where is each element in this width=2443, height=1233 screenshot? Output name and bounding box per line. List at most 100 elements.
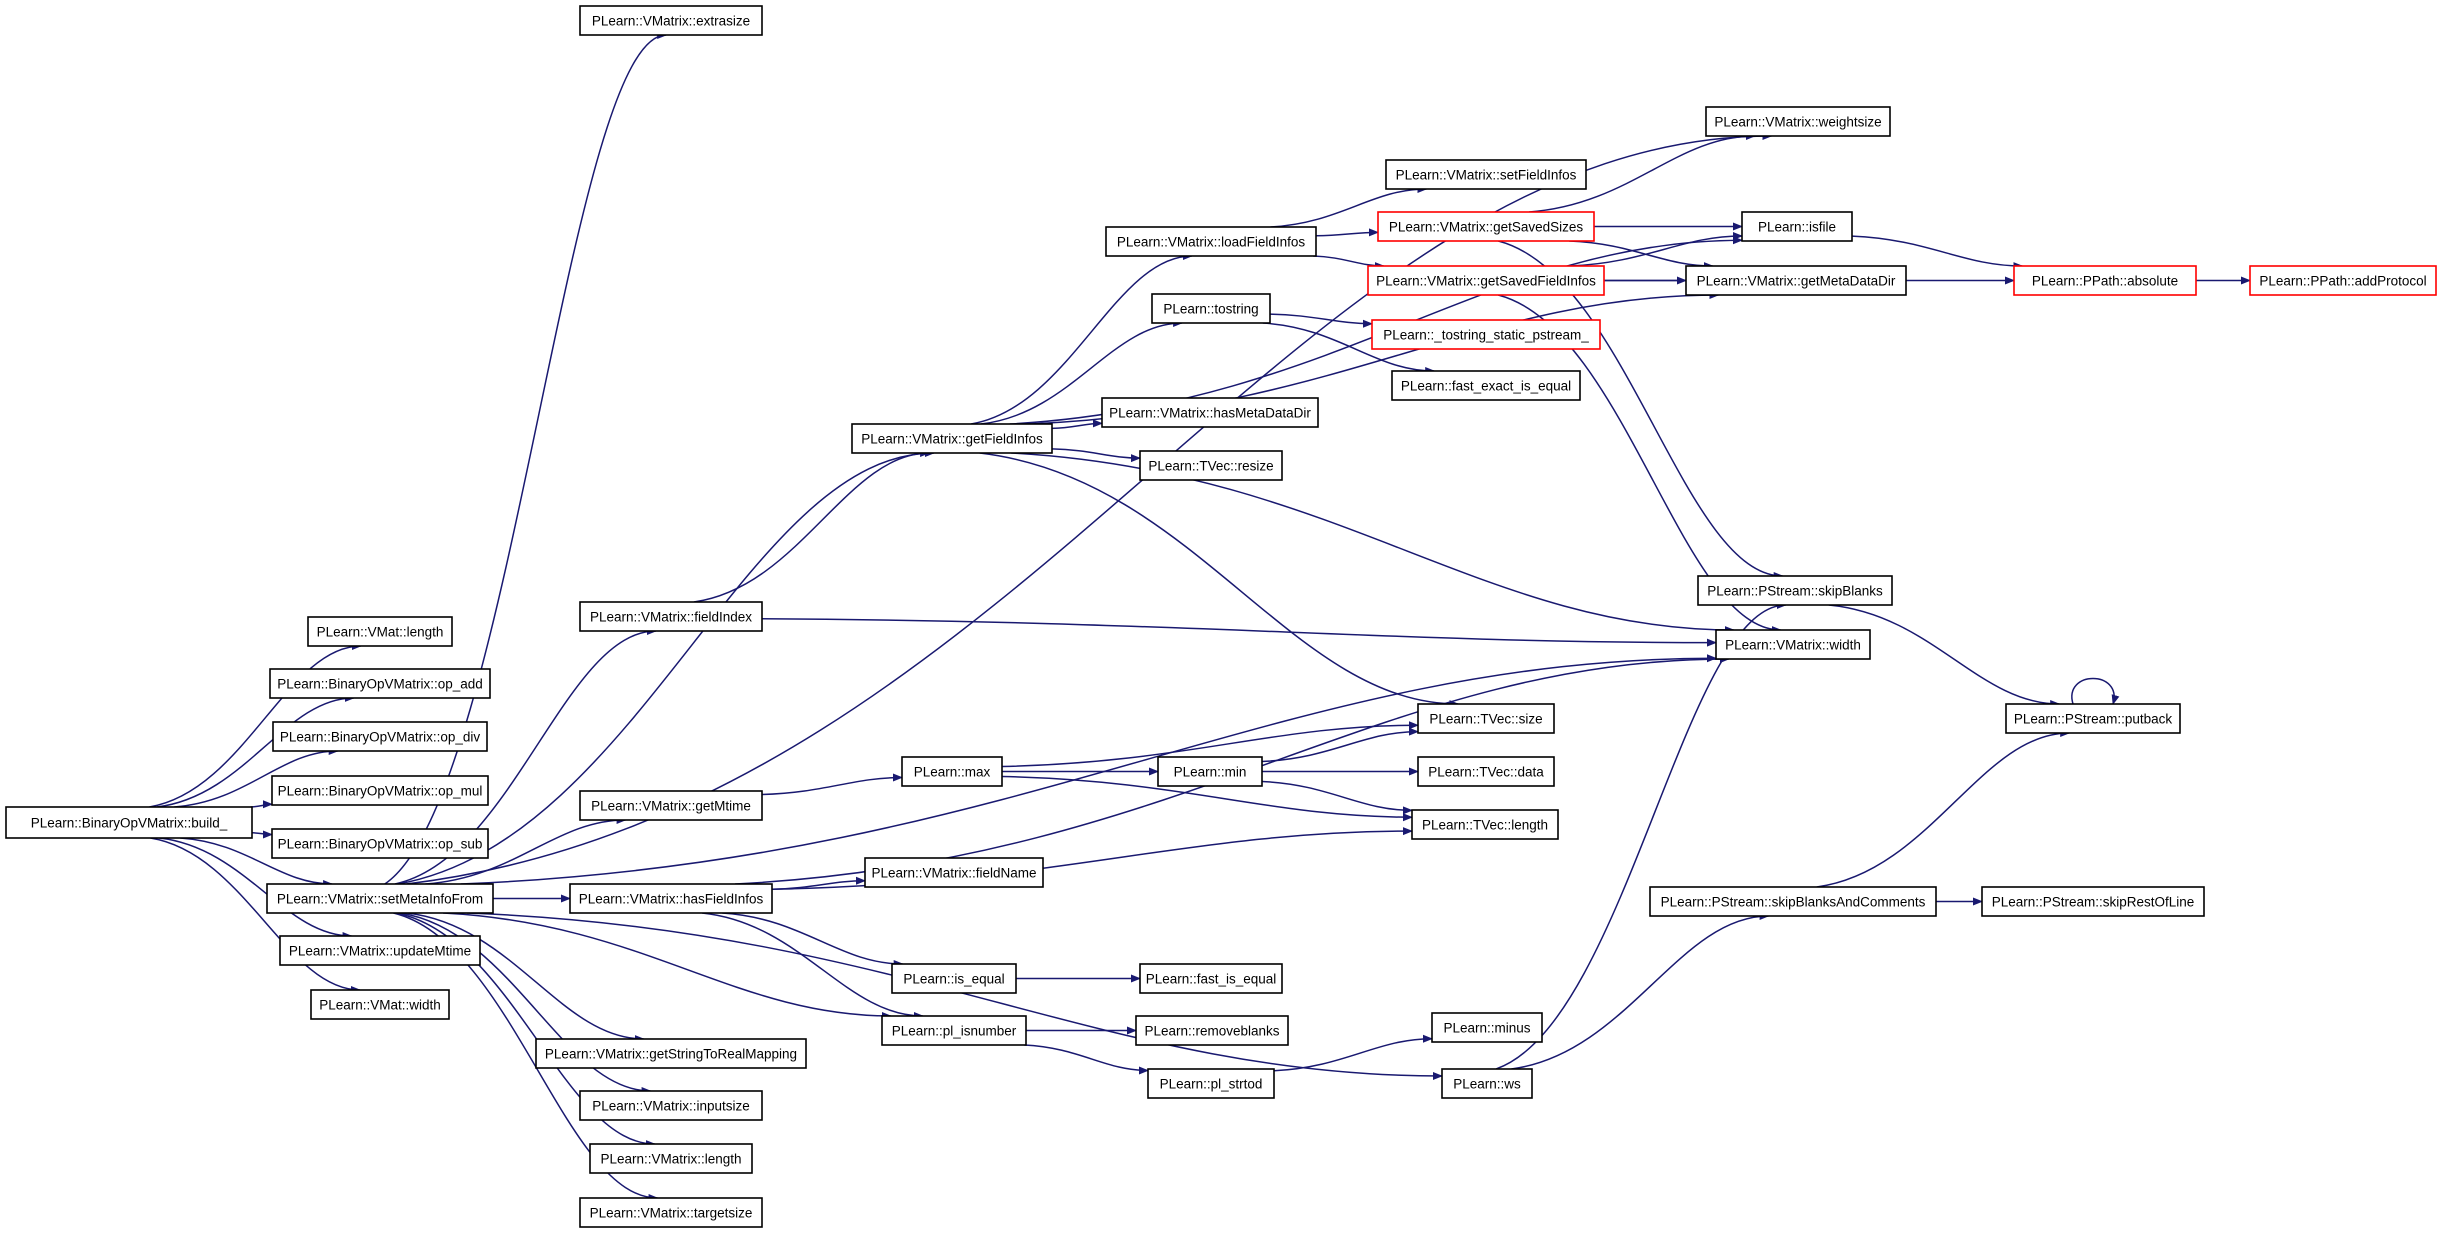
node-getFieldInfos[interactable]: PLearn::VMatrix::getFieldInfos	[851, 423, 1053, 454]
node-getSavedFieldInfos[interactable]: PLearn::VMatrix::getSavedFieldInfos	[1367, 265, 1605, 296]
node-box	[269, 668, 491, 699]
node-op-mul[interactable]: PLearn::BinaryOpVMatrix::op_mul	[271, 775, 489, 806]
node-op-add[interactable]: PLearn::BinaryOpVMatrix::op_add	[269, 668, 491, 699]
edge-loadFieldInfos-to-getSavedSizes	[1315, 228, 1379, 237]
node-loadFieldInfos[interactable]: PLearn::VMatrix::loadFieldInfos	[1105, 226, 1317, 257]
node-box	[1431, 1012, 1543, 1043]
node-label: PLearn::isfile	[1758, 220, 1836, 235]
edge-fieldIndex-to-getFieldInfos	[693, 449, 931, 603]
node-label: PLearn::VMatrix::updateMtime	[289, 944, 471, 959]
edge-hasFieldInfos-to-pl-isnumber	[702, 912, 924, 1020]
edge-hasFieldInfos-to-is-equal	[722, 912, 904, 968]
node-op-sub[interactable]: PLearn::BinaryOpVMatrix::op_sub	[271, 828, 489, 859]
node-box	[272, 721, 488, 752]
node-op-div[interactable]: PLearn::BinaryOpVMatrix::op_div	[272, 721, 488, 752]
node-skipBlanks[interactable]: PLearn::PStream::skipBlanks	[1697, 575, 1893, 606]
node-min[interactable]: PLearn::min	[1157, 756, 1263, 787]
node-removeblanks[interactable]: PLearn::removeblanks	[1135, 1015, 1289, 1046]
node-tostring[interactable]: PLearn::tostring	[1151, 293, 1271, 324]
node-box	[579, 1090, 763, 1121]
node-weightsize[interactable]: PLearn::VMatrix::weightsize	[1705, 106, 1891, 137]
node-vmat-width[interactable]: PLearn::VMat::width	[310, 989, 450, 1020]
node-skipRestOfLine[interactable]: PLearn::PStream::skipRestOfLine	[1981, 886, 2205, 917]
node-setMetaInfoFrom[interactable]: PLearn::VMatrix::setMetaInfoFrom	[266, 883, 494, 914]
node-label: PLearn::BinaryOpVMatrix::build_	[31, 816, 228, 831]
node-box	[1685, 265, 1907, 296]
node-box	[851, 423, 1053, 454]
node-extrasize[interactable]: PLearn::VMatrix::extrasize	[579, 5, 763, 36]
node-label: PLearn::fast_exact_is_equal	[1401, 379, 1571, 394]
node-tvec-length[interactable]: PLearn::TVec::length	[1411, 809, 1559, 840]
node-label: PLearn::VMatrix::weightsize	[1714, 115, 1881, 130]
node-isfile[interactable]: PLearn::isfile	[1741, 211, 1853, 242]
node-fieldIndex[interactable]: PLearn::VMatrix::fieldIndex	[579, 601, 763, 632]
node-box	[1715, 629, 1871, 660]
node-label: PLearn::VMat::length	[317, 625, 444, 640]
node-label: PLearn::PStream::skipBlanks	[1707, 584, 1883, 599]
node-tostring-static[interactable]: PLearn::_tostring_static_pstream_	[1371, 319, 1601, 350]
node-fast-is-equal[interactable]: PLearn::fast_is_equal	[1139, 963, 1283, 994]
node-label: PLearn::TVec::length	[1422, 818, 1548, 833]
node-setFieldInfos[interactable]: PLearn::VMatrix::setFieldInfos	[1385, 159, 1587, 190]
edge-build-to-vmat-length	[149, 642, 362, 808]
node-vmat-length[interactable]: PLearn::VMat::length	[307, 616, 453, 647]
node-is-equal[interactable]: PLearn::is_equal	[891, 963, 1017, 994]
node-targetsize[interactable]: PLearn::VMatrix::targetsize	[579, 1197, 763, 1228]
node-label: PLearn::VMatrix::getMetaDataDir	[1697, 274, 1896, 289]
node-tvec-size[interactable]: PLearn::TVec::size	[1417, 703, 1555, 734]
node-inputsize[interactable]: PLearn::VMatrix::inputsize	[579, 1090, 763, 1121]
edge-getFieldInfos-to-tvec-size	[979, 452, 1460, 708]
node-box	[1377, 211, 1595, 242]
node-getSavedSizes[interactable]: PLearn::VMatrix::getSavedSizes	[1377, 211, 1595, 242]
node-label: PLearn::VMatrix::hasFieldInfos	[579, 892, 764, 907]
node-updateMtime[interactable]: PLearn::VMatrix::updateMtime	[279, 935, 481, 966]
node-label: PLearn::is_equal	[903, 972, 1004, 987]
edge-tostring-to-fast-exact-is-equal	[1262, 322, 1436, 375]
edge-setMetaInfoFrom-to-vmatrix-width	[460, 654, 1717, 885]
node-label: PLearn::VMatrix::getSavedSizes	[1389, 220, 1584, 235]
node-label: PLearn::VMatrix::width	[1725, 638, 1861, 653]
node-fieldName[interactable]: PLearn::VMatrix::fieldName	[864, 857, 1044, 888]
edge-pl-strtod-to-minus	[1273, 1034, 1433, 1072]
node-putback[interactable]: PLearn::PStream::putback	[2005, 703, 2181, 734]
node-label: PLearn::VMatrix::loadFieldInfos	[1117, 235, 1306, 250]
node-getStringToRealMapping[interactable]: PLearn::VMatrix::getStringToRealMapping	[535, 1038, 807, 1069]
node-skipBlanksAndComments[interactable]: PLearn::PStream::skipBlanksAndComments	[1649, 886, 1937, 917]
node-getMtime[interactable]: PLearn::VMatrix::getMtime	[579, 790, 763, 821]
node-getMetaDataDir[interactable]: PLearn::VMatrix::getMetaDataDir	[1685, 265, 1907, 296]
node-box	[307, 616, 453, 647]
node-max[interactable]: PLearn::max	[901, 756, 1003, 787]
node-tvec-data[interactable]: PLearn::TVec::data	[1417, 756, 1555, 787]
node-vmatrix-width[interactable]: PLearn::VMatrix::width	[1715, 629, 1871, 660]
node-label: PLearn::BinaryOpVMatrix::op_div	[280, 730, 481, 745]
node-vmatrix-length[interactable]: PLearn::VMatrix::length	[589, 1143, 753, 1174]
node-tvec-resize[interactable]: PLearn::TVec::resize	[1139, 450, 1283, 481]
edge-getFieldInfos-to-hasMetaDataDir	[1051, 419, 1103, 430]
node-label: PLearn::_tostring_static_pstream_	[1383, 328, 1589, 343]
node-label: PLearn::VMatrix::fieldName	[871, 866, 1036, 881]
node-label: PLearn::removeblanks	[1144, 1024, 1279, 1039]
node-box	[579, 790, 763, 821]
node-hasMetaDataDir[interactable]: PLearn::VMatrix::hasMetaDataDir	[1101, 397, 1319, 428]
node-minus[interactable]: PLearn::minus	[1431, 1012, 1543, 1043]
node-box	[901, 756, 1003, 787]
edge-getFieldInfos-to-tostring	[980, 319, 1184, 425]
node-addProtocol[interactable]: PLearn::PPath::addProtocol	[2249, 265, 2437, 296]
node-ws[interactable]: PLearn::ws	[1441, 1068, 1533, 1099]
edge-putback-to-putback	[2071, 677, 2120, 705]
node-pl-strtod[interactable]: PLearn::pl_strtod	[1147, 1068, 1275, 1099]
node-hasFieldInfos[interactable]: PLearn::VMatrix::hasFieldInfos	[569, 883, 773, 914]
node-fast-exact-is-equal[interactable]: PLearn::fast_exact_is_equal	[1391, 370, 1581, 401]
node-pl-isnumber[interactable]: PLearn::pl_isnumber	[881, 1015, 1027, 1046]
node-box	[1139, 963, 1283, 994]
edge-getMtime-to-max	[761, 773, 903, 796]
edge-loadFieldInfos-to-setFieldInfos	[1270, 185, 1428, 228]
node-box	[1371, 319, 1601, 350]
node-box	[1139, 450, 1283, 481]
node-build[interactable]: PLearn::BinaryOpVMatrix::build_	[5, 806, 253, 839]
node-label: PLearn::PPath::addProtocol	[2259, 274, 2426, 289]
node-absolute[interactable]: PLearn::PPath::absolute	[2013, 265, 2197, 296]
node-label: PLearn::VMatrix::fieldIndex	[590, 610, 752, 625]
node-box	[579, 1197, 763, 1228]
